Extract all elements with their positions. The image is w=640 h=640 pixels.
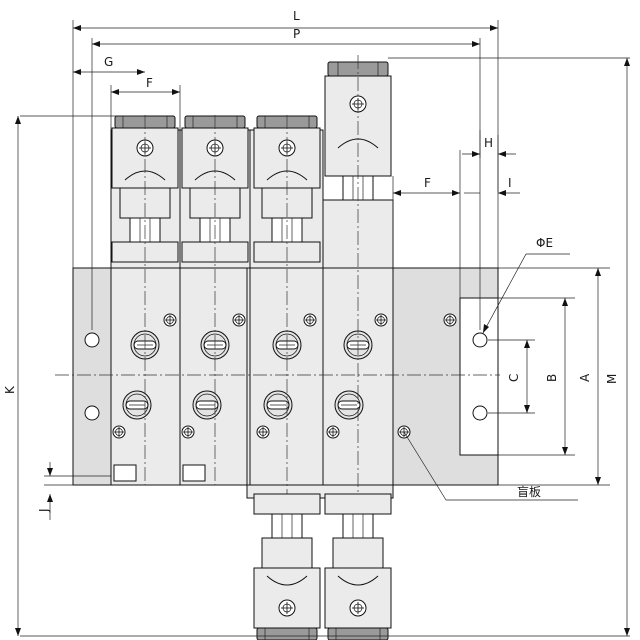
dim-label-C: C [507,374,521,382]
dimensions: L P G F H F I [3,9,630,637]
dim-label-A: A [578,373,592,382]
dim-label-P: P [293,27,300,41]
valve-station-1 [110,115,181,485]
dim-label-F-right: F [424,176,431,190]
dim-label-B: B [545,374,559,382]
dim-label-L: L [293,9,300,23]
dim-label-K: K [3,385,17,394]
valve-station-4 [322,55,394,640]
dim-label-I: I [508,176,512,190]
dim-label-G: G [104,55,113,69]
callout-blank-plate: 盲板 [517,484,541,499]
dim-label-J: J [37,508,51,513]
dim-label-M: M [605,374,619,384]
dim-label-H: H [484,136,493,150]
dim-label-phiE: ΦE [536,236,553,250]
manifold-body [55,267,500,499]
valve-station-2 [179,115,251,485]
valve-station-3 [249,115,324,640]
dim-label-F-top: F [146,76,153,90]
